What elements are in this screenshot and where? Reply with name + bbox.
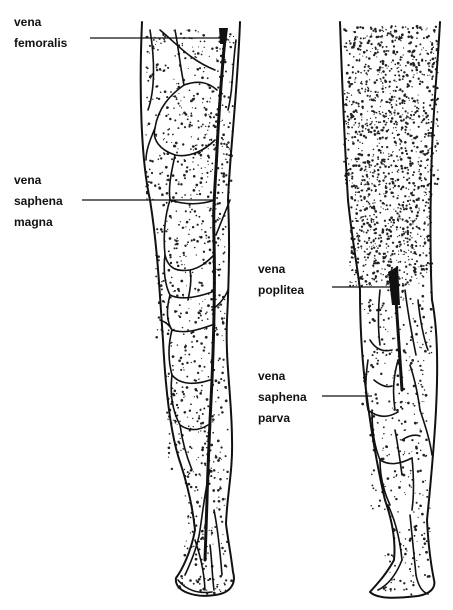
right-popliteal-mark [388, 266, 400, 305]
label-poplitea: vena poplitea [258, 262, 390, 297]
label-poplitea-line2: poplitea [258, 283, 304, 297]
right-leg [340, 22, 440, 598]
label-saphena-parva-line2: saphena [258, 390, 307, 404]
label-femoralis: vena femoralis [14, 15, 222, 50]
label-saphena-parva-line1: vena [258, 369, 286, 383]
left-leg-outline [141, 22, 240, 596]
left-leg [141, 22, 240, 596]
label-saphena-magna-line1: vena [14, 173, 42, 187]
label-femoralis-line2: femoralis [14, 36, 68, 50]
label-poplitea-line1: vena [258, 262, 286, 276]
label-saphena-magna-line3: magna [14, 215, 53, 229]
right-leg-stipple [343, 25, 439, 596]
label-saphena-magna: vena saphena magna [14, 173, 214, 229]
left-femoral-top-mark [219, 28, 228, 44]
label-femoralis-line1: vena [14, 15, 42, 29]
label-saphena-parva-line3: parva [258, 411, 290, 425]
label-saphena-parva: vena saphena parva [258, 369, 372, 425]
label-saphena-magna-line2: saphena [14, 194, 63, 208]
